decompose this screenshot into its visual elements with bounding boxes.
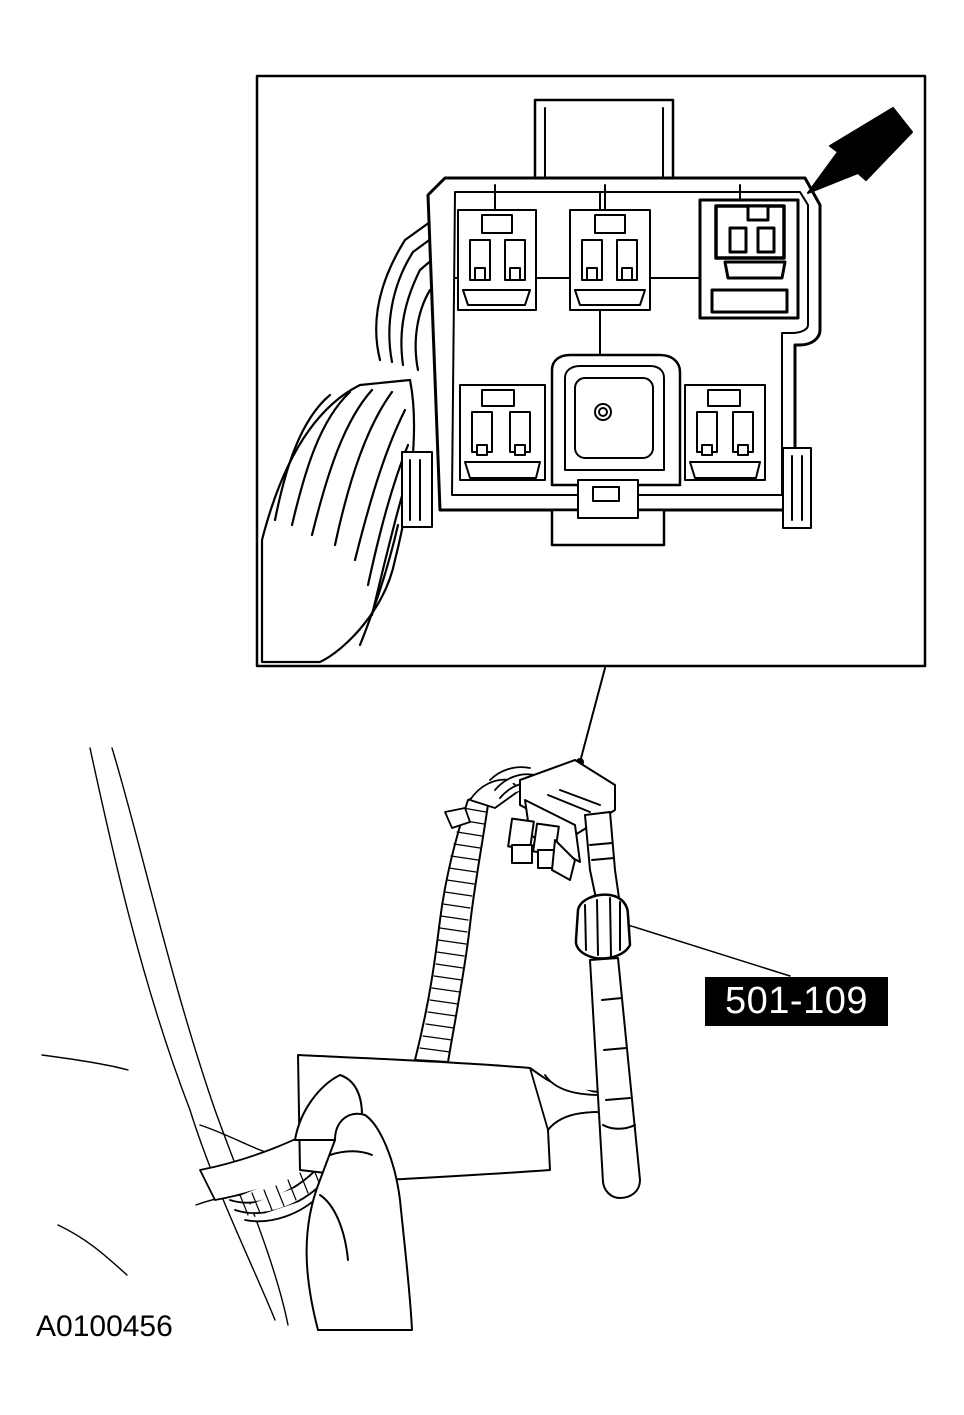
terminal-cavities [458, 200, 798, 518]
tool-leader-line [628, 925, 790, 976]
main-view [42, 748, 790, 1330]
inset-harness [262, 222, 434, 662]
body-contours [42, 748, 288, 1325]
inset-frame [257, 76, 925, 666]
corrugated-harness [415, 767, 540, 1062]
test-probe-tool [576, 812, 640, 1198]
inset-detail-view [257, 76, 925, 666]
figure-id: A0100456 [36, 1310, 173, 1343]
indicator-arrow [808, 108, 912, 193]
tool-number-label: 501-109 [705, 977, 888, 1026]
main-connector [508, 760, 615, 880]
hand [295, 1075, 412, 1330]
inset-leader-line [580, 668, 605, 762]
